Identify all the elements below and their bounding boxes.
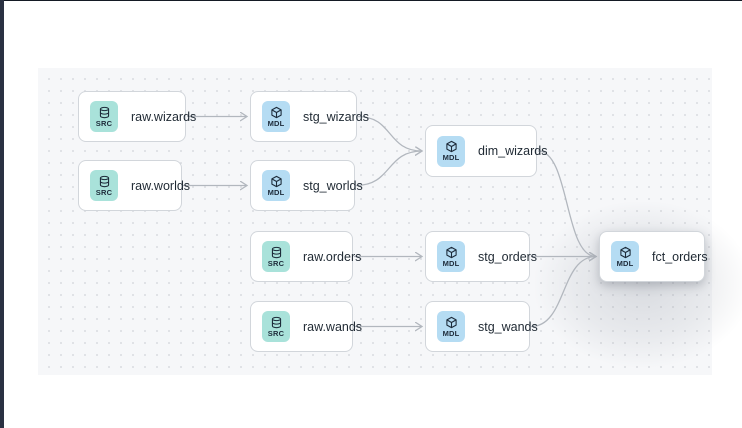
edge-stg_wands-to-fct_orders (530, 257, 596, 328)
dag-node-dim_wizards[interactable]: MDL dim_wizards (425, 125, 547, 177)
badge-label: MDL (442, 258, 460, 268)
node-title: fct_orders (652, 249, 708, 264)
database-icon (98, 175, 111, 188)
badge-label: MDL (267, 187, 285, 197)
badge-label: MDL (267, 118, 285, 128)
node-title: stg_wands (478, 319, 538, 334)
node-title: stg_wizards (303, 109, 369, 124)
database-icon (98, 106, 111, 119)
source-type-badge: SRC (262, 311, 290, 342)
model-type-badge: MDL (437, 241, 465, 272)
dag-node-stg_worlds[interactable]: MDL stg_worlds (250, 160, 363, 211)
source-type-badge: SRC (262, 241, 290, 272)
edge-dim_wizards-to-fct_orders (537, 150, 596, 257)
edge-layer (183, 68, 712, 375)
cube-icon (270, 175, 283, 188)
dag-node-stg_wands[interactable]: MDL stg_wands (425, 301, 538, 352)
model-type-badge: MDL (262, 170, 290, 201)
model-type-badge: MDL (437, 135, 465, 167)
database-icon (270, 316, 283, 329)
model-type-badge: MDL (437, 311, 465, 342)
node-title: raw.worlds (131, 178, 191, 193)
cube-icon (619, 246, 632, 259)
badge-label: MDL (616, 258, 634, 268)
node-title: raw.wands (303, 319, 363, 334)
cube-icon (445, 246, 458, 259)
dag-node-raw_worlds[interactable]: SRC raw.worlds (78, 160, 190, 211)
node-title: stg_orders (478, 249, 538, 264)
cube-icon (445, 140, 458, 153)
node-title: raw.wizards (131, 109, 197, 124)
source-type-badge: SRC (90, 101, 118, 132)
badge-label: MDL (442, 153, 460, 163)
badge-label: SRC (95, 118, 113, 128)
cube-icon (270, 106, 283, 119)
model-type-badge: MDL (262, 101, 290, 132)
model-type-badge: MDL (611, 241, 639, 272)
window-left-bar (0, 0, 4, 428)
dag-node-raw_wands[interactable]: SRC raw.wands (250, 301, 362, 352)
node-title: raw.orders (303, 249, 362, 264)
badge-label: SRC (95, 187, 113, 197)
dag-node-fct_orders[interactable]: MDL fct_orders (599, 231, 708, 282)
dag-node-raw_orders[interactable]: SRC raw.orders (250, 231, 361, 282)
dag-node-stg_orders[interactable]: MDL stg_orders (425, 231, 537, 282)
edge-stg_wizards-to-dim_wizards (357, 115, 422, 152)
cube-icon (445, 316, 458, 329)
window-top-border (0, 0, 742, 1)
database-icon (270, 246, 283, 259)
dag-node-stg_wizards[interactable]: MDL stg_wizards (250, 91, 369, 142)
edge-stg_worlds-to-dim_wizards (355, 151, 422, 187)
badge-label: SRC (267, 328, 285, 338)
node-title: stg_worlds (303, 178, 363, 193)
source-type-badge: SRC (90, 170, 118, 201)
dag-node-raw_wizards[interactable]: SRC raw.wizards (78, 91, 196, 142)
badge-label: SRC (267, 258, 285, 268)
badge-label: MDL (442, 328, 460, 338)
node-title: dim_wizards (478, 144, 548, 158)
